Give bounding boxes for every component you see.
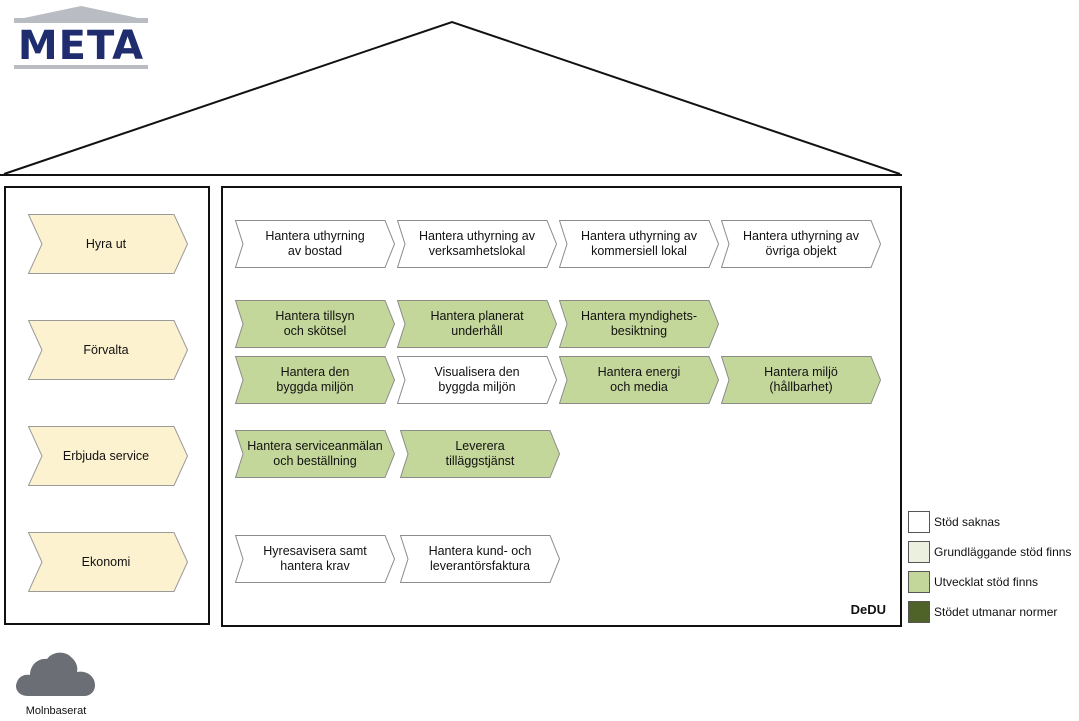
capability-chevron: Hantera den byggda miljön [235,356,395,404]
process-chevron: Förvalta [28,320,188,380]
cloud-icon [16,652,95,696]
capability-label: Hantera uthyrning av verksamhetslokal [418,229,536,258]
capability-chevron: Hantera tillsyn och skötsel [235,300,395,348]
capability-chevron: Hantera planerat underhåll [397,300,557,348]
capability-chevron: Hantera uthyrning av övriga objekt [721,220,881,268]
capability-label: Hantera tillsyn och skötsel [275,309,355,338]
legend-item-developed: Utvecklat stöd finns [908,570,1076,600]
capability-label: Hantera planerat underhåll [430,309,524,338]
capability-chevron: Visualisera den byggda miljön [397,356,557,404]
legend: Stöd saknas Grundläggande stöd finns Utv… [908,510,1076,630]
capability-label: Hantera den byggda miljön [276,365,354,394]
legend-label: Stödet utmanar normer [934,605,1058,619]
capability-label: Hantera myndighets- besiktning [580,309,698,338]
meta-logo: META [10,4,152,72]
process-chevron: Erbjuda service [28,426,188,486]
capability-chevron: Hantera uthyrning av verksamhetslokal [397,220,557,268]
house-roof [0,20,902,176]
process-chevron: Ekonomi [28,532,188,592]
legend-item-challenges: Stödet utmanar normer [908,600,1076,630]
capability-label: Hantera uthyrning av övriga objekt [742,229,860,258]
logo-text: META [17,23,145,69]
capability-label: Hantera energi och media [597,365,681,394]
capability-chevron: Hantera uthyrning av bostad [235,220,395,268]
capability-label: Hantera serviceanmälan och beställning [247,439,383,468]
process-label: Hyra ut [85,237,127,251]
process-column [4,186,210,625]
cloud-label: Molnbaserat [25,705,87,717]
capability-chevron: Hantera serviceanmälan och beställning [235,430,395,478]
capability-label: Visualisera den byggda miljön [434,365,520,394]
process-label: Erbjuda service [62,449,150,463]
capability-label: Hantera uthyrning av kommersiell lokal [580,229,698,258]
legend-label: Stöd saknas [934,515,1001,529]
legend-label: Grundläggande stöd finns [934,545,1072,559]
capability-label: Hantera kund- och leverantörsfaktura [428,544,532,573]
capability-label: Hantera miljö (hållbarhet) [764,365,838,394]
capability-label: Leverera tilläggstjänst [445,439,515,468]
legend-swatch [908,601,930,623]
capability-label: Hyresavisera samt hantera krav [263,544,367,573]
system-label: DeDU [850,602,886,617]
capability-chevron: Hantera energi och media [559,356,719,404]
process-label: Ekonomi [81,555,131,569]
legend-item-basic: Grundläggande stöd finns [908,540,1076,570]
legend-swatch [908,511,930,533]
legend-label: Utvecklat stöd finns [934,575,1039,589]
capability-area: DeDU [221,186,902,627]
capability-chevron: Hantera uthyrning av kommersiell lokal [559,220,719,268]
process-label: Förvalta [83,343,129,357]
capability-chevron: Hantera myndighets- besiktning [559,300,719,348]
legend-item-none: Stöd saknas [908,510,1076,540]
process-chevron: Hyra ut [28,214,188,274]
capability-chevron: Hantera miljö (hållbarhet) [721,356,881,404]
capability-label: Hantera uthyrning av bostad [265,229,365,258]
legend-swatch [908,571,930,593]
capability-chevron: Hyresavisera samt hantera krav [235,535,395,583]
capability-chevron: Hantera kund- och leverantörsfaktura [400,535,560,583]
capability-chevron: Leverera tilläggstjänst [400,430,560,478]
legend-swatch [908,541,930,563]
